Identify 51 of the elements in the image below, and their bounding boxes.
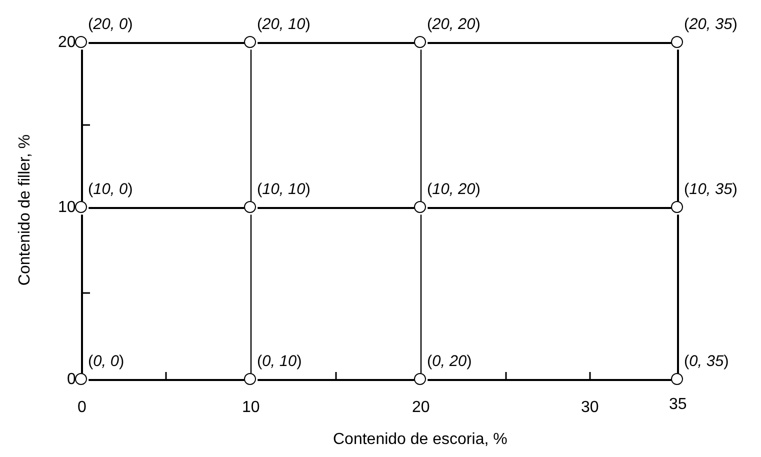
grid-line [81,50,83,202]
grid-line [428,42,672,44]
point-label: (10, 35) [684,181,738,199]
point-circle [244,373,256,386]
point-circle [75,36,88,48]
point-circle [671,36,684,48]
point-label: (20, 20) [427,16,480,34]
axis-tick-label: 30 [581,399,599,417]
point-label: (0, 35) [684,353,729,371]
grid-line [677,214,679,374]
grid-line [258,42,414,44]
grid-line [428,207,672,209]
axis-tick-label: 0 [67,371,76,389]
point-circle [244,36,256,48]
axis-tick-label: 0 [78,399,86,417]
grid-line [250,50,252,202]
point-circle [671,373,684,386]
grid-line [258,379,414,381]
axis-tick-label: 20 [58,34,76,52]
point-circle [414,373,426,386]
point-label: (20, 35) [684,16,738,34]
point-circle [671,201,684,214]
axis-tick-label: 10 [242,399,260,417]
grid-line [258,207,414,209]
point-label: (0, 10) [257,353,302,371]
grid-line [88,42,244,44]
point-circle [414,201,426,214]
grid-line [88,207,244,209]
point-label: (0, 20) [427,353,472,371]
grid-line [81,214,83,374]
axis-title: Contenido de filler, % [16,134,34,286]
point-label: (10, 0) [88,181,133,199]
point-label: (10, 10) [257,181,310,199]
point-circle [244,201,256,214]
point-label: (20, 10) [257,16,310,34]
axis-title: Contenido de escoria, % [333,431,508,449]
point-label: (20, 0) [88,16,133,34]
grid-line [88,379,244,381]
grid-line [420,50,422,202]
point-circle [75,373,88,386]
axis-tick-label: 35 [669,396,687,414]
point-label: (10, 20) [427,181,480,199]
point-circle [75,201,88,214]
grid-line [428,379,672,381]
grid-line [420,214,422,374]
grid-line [677,50,679,202]
axis-tick-label: 10 [58,199,76,217]
axis-tick-label: 20 [412,399,430,417]
point-circle [414,36,426,48]
point-label: (0, 0) [88,353,124,371]
grid-line [250,214,252,374]
